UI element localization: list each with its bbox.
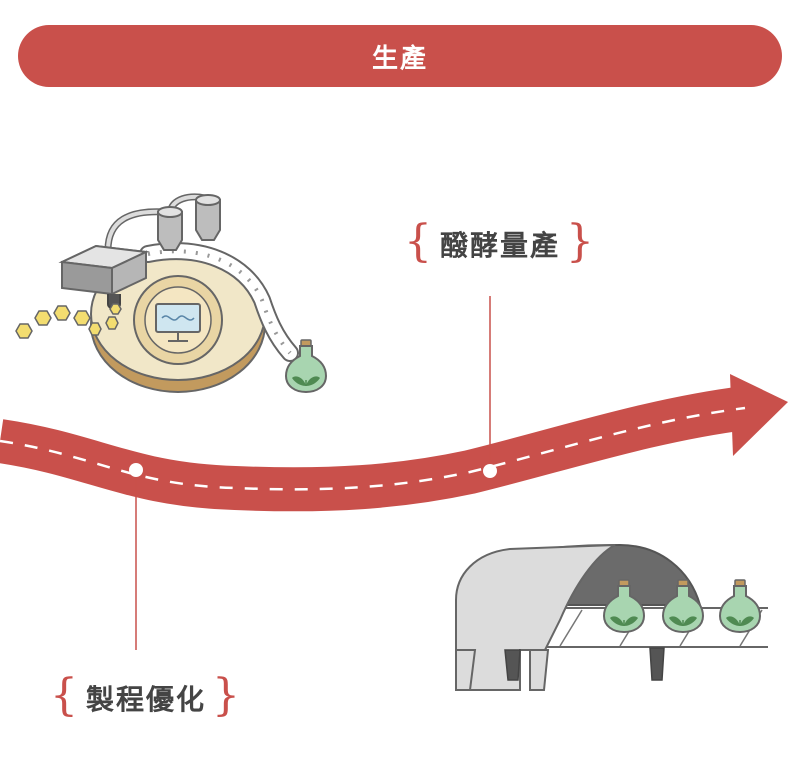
bioreactor-lab-icon — [15, 193, 327, 393]
header-banner: 生產 — [18, 25, 782, 87]
road-arrow-icon — [0, 374, 788, 512]
label-process-optimization: { 製程優化 } — [50, 670, 243, 721]
conveyor-tunnel-icon — [455, 543, 768, 691]
label-process-text: 製程優化 — [86, 683, 207, 716]
label-fermentation-text: 醱酵量產 — [440, 229, 561, 262]
milestone-dot-fermentation — [483, 464, 497, 478]
label-fermentation-mass-production: { 醱酵量產 } — [404, 216, 597, 267]
header-title: 生產 — [371, 43, 428, 74]
milestone-dot-process — [129, 463, 143, 477]
